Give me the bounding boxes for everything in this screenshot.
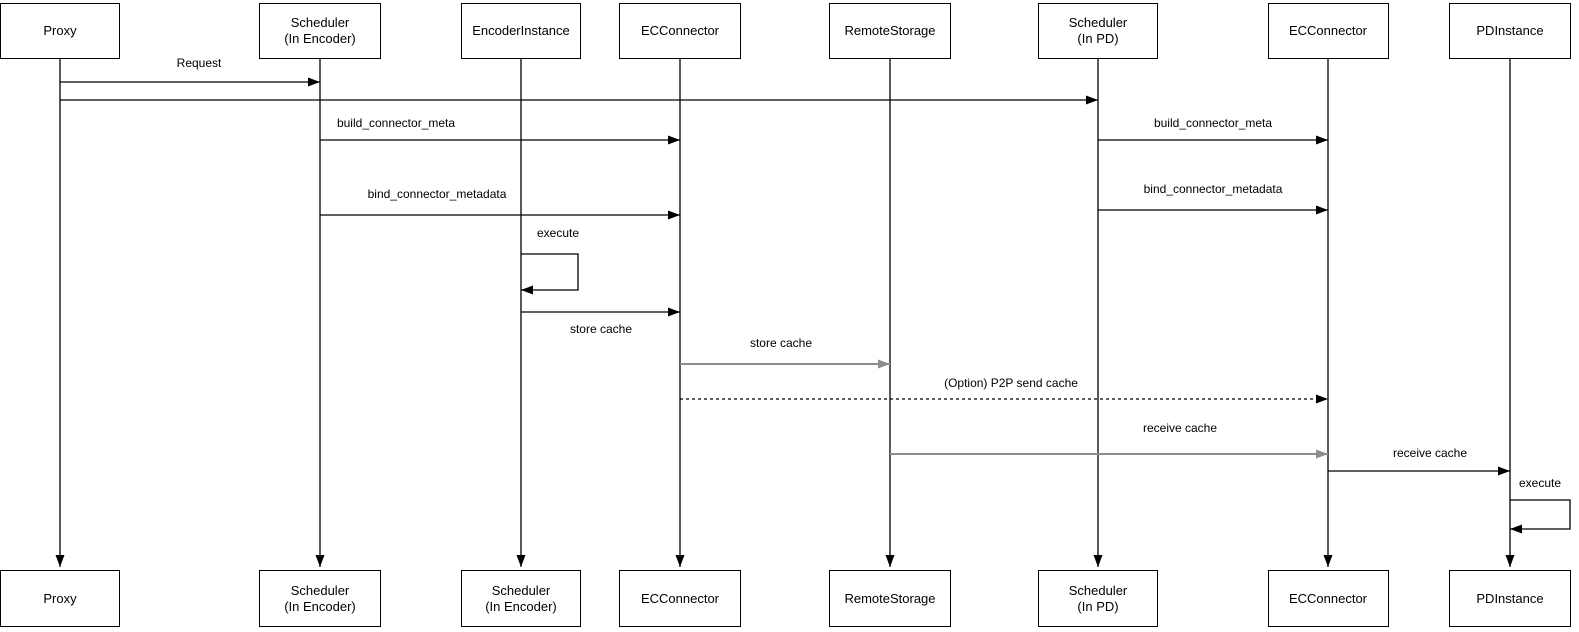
actor-label: RemoteStorage (844, 23, 936, 38)
actor-label: ECConnector (1288, 590, 1368, 606)
message-label-receive-cache-from-remote: receive cache (1142, 421, 1218, 435)
actor-label: ECConnector (640, 590, 720, 606)
actor-label: Proxy (43, 23, 77, 38)
actor-bottom-pd-instance: PDInstance (1449, 570, 1571, 627)
actor-bottom-remote-storage: RemoteStorage (829, 570, 951, 627)
actor-label: (In PD) (1077, 31, 1119, 46)
message-label-build-connector-meta-encoder: build_connector_meta (336, 116, 456, 130)
actor-bottom-ec-connector-pd: ECConnector (1267, 570, 1389, 627)
message-label-p2p-send-cache: (Option) P2P send cache (944, 376, 1078, 390)
actor-top-pd-instance: PDInstance (1449, 3, 1571, 59)
actor-bottom-proxy: Proxy (0, 570, 120, 627)
actor-top-ec-connector-encoder: ECConnector (619, 3, 741, 59)
actor-bottom-encoder-instance: Scheduler(In Encoder) (461, 570, 581, 627)
actor-bottom-ec-connector-encoder: ECConnector (619, 570, 741, 627)
actor-top-remote-storage: RemoteStorage (829, 3, 951, 59)
actor-label: Proxy (43, 590, 77, 606)
message-label-store-cache-to-remote: store cache (749, 336, 813, 350)
actor-label: Scheduler (1068, 582, 1128, 598)
actor-label: ECConnector (1288, 23, 1368, 38)
actor-label: Scheduler (290, 15, 350, 30)
actor-top-scheduler-in-pd: Scheduler(In PD) (1038, 3, 1158, 59)
message-label-bind-connector-metadata-pd: bind_connector_metadata (1143, 182, 1283, 196)
actor-label: (In Encoder) (284, 598, 356, 614)
actor-top-ec-connector-pd: ECConnector (1267, 3, 1389, 59)
actor-label: RemoteStorage (844, 590, 936, 606)
actor-label: (In PD) (1077, 598, 1119, 614)
message-label-bind-connector-metadata-encoder: bind_connector_metadata (367, 187, 507, 201)
actor-top-proxy: Proxy (0, 3, 120, 59)
actor-top-scheduler-in-encoder: Scheduler(In Encoder) (259, 3, 381, 59)
message-label-build-connector-meta-pd: build_connector_meta (1153, 116, 1273, 130)
actor-label: Scheduler (290, 582, 350, 598)
actor-bottom-scheduler-in-pd: Scheduler(In PD) (1038, 570, 1158, 627)
message-line-execute-pd (1510, 499, 1571, 534)
actor-label: Scheduler (491, 582, 551, 598)
message-label-receive-cache-to-pd: receive cache (1392, 446, 1468, 460)
message-label-store-cache-to-connector: store cache (569, 322, 633, 336)
message-label-execute-pd: execute (1518, 476, 1562, 490)
message-label-execute-encoder: execute (536, 226, 580, 240)
actor-label: Scheduler (1068, 15, 1128, 30)
actor-bottom-scheduler-in-encoder: Scheduler(In Encoder) (259, 570, 381, 627)
actor-label: PDInstance (1476, 23, 1544, 38)
actor-top-encoder-instance: EncoderInstance (461, 3, 581, 59)
actor-label: (In Encoder) (284, 31, 356, 46)
actor-label: ECConnector (640, 23, 720, 38)
actor-label: (In Encoder) (485, 598, 557, 614)
message-label-request: Request (176, 56, 222, 70)
actor-label: PDInstance (1476, 590, 1544, 606)
message-line-execute-encoder (521, 253, 579, 295)
actor-label: EncoderInstance (472, 23, 570, 38)
